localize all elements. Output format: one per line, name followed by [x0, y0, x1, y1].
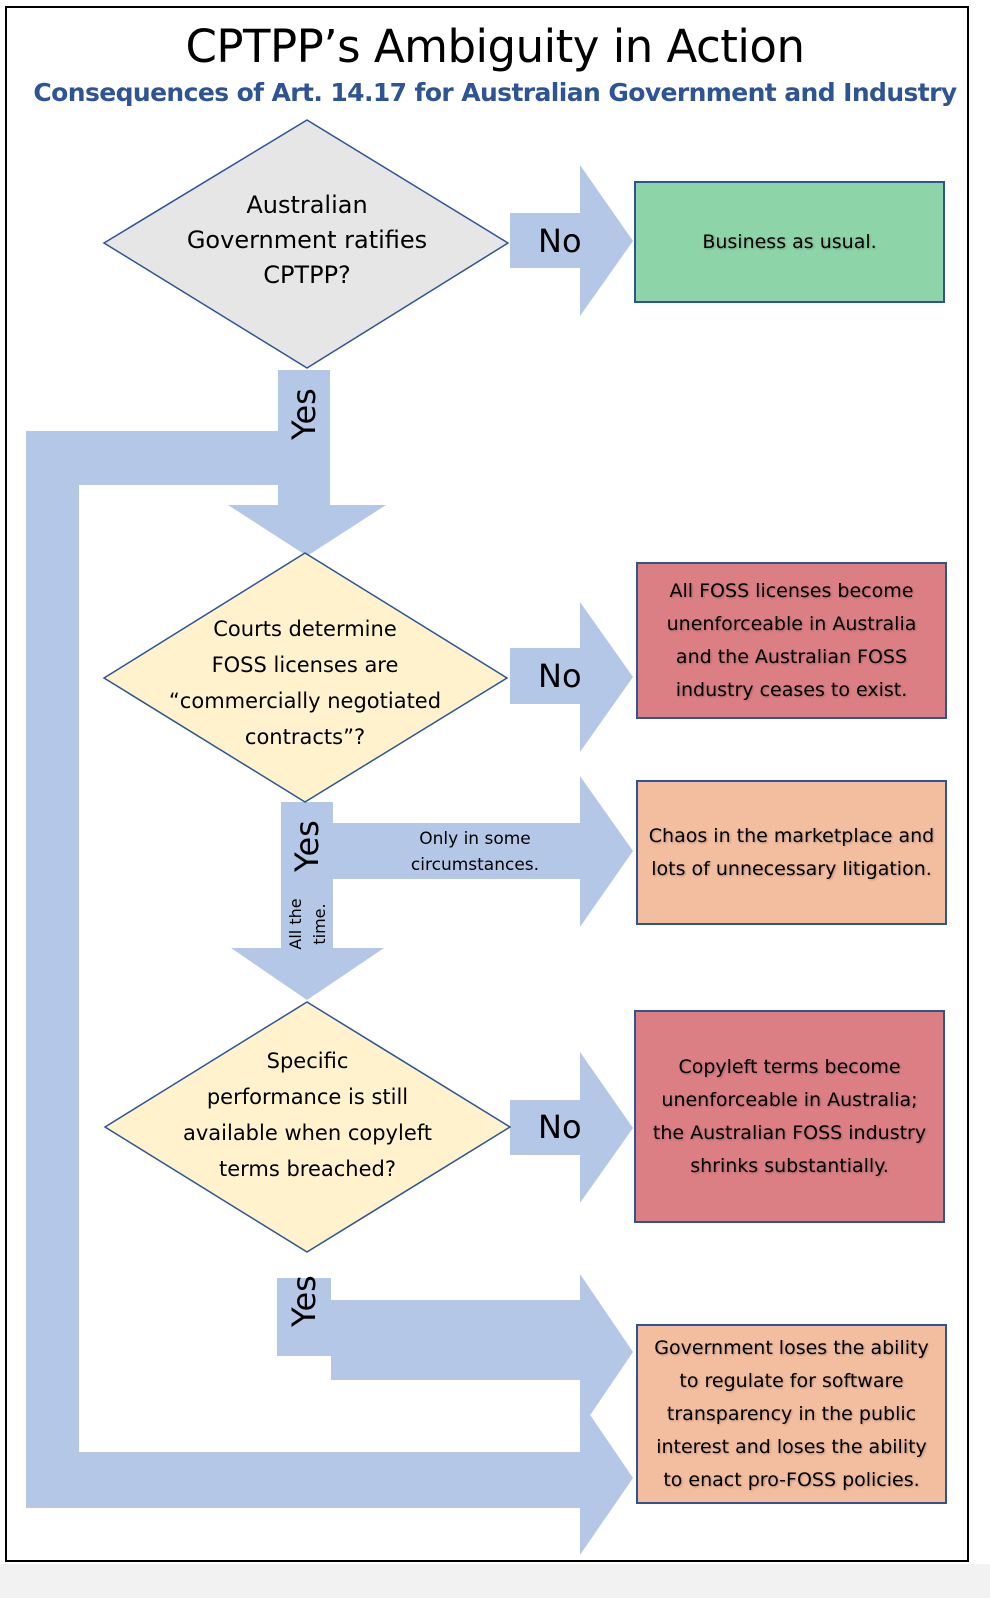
outcome-line: Business as usual. — [702, 230, 877, 253]
outcome-line: to regulate for software — [679, 1369, 904, 1392]
no-arrow-3 — [510, 1052, 633, 1203]
outcome-line: Chaos in the marketplace and — [648, 824, 935, 847]
outcome-line: unenforceable in Australia — [666, 612, 917, 635]
decision-line: performance is still — [206, 1085, 409, 1109]
some-circumstances-arrow — [333, 776, 633, 927]
yes-arrow-1 — [228, 370, 386, 556]
outcome-business-as-usual: Business as usual. — [634, 181, 945, 303]
decision-line: contracts”? — [244, 725, 366, 749]
yes-label-1: Yes — [285, 388, 323, 440]
diagram-subtitle: Consequences of Art. 14.17 for Australia… — [33, 78, 957, 107]
outcome-line: and the Australian FOSS — [675, 645, 908, 668]
decision-line: terms breached? — [218, 1157, 397, 1181]
outcome-line: interest and loses the ability — [656, 1435, 927, 1458]
decision-line: FOSS licenses are — [211, 653, 399, 677]
only-some-circumstances-label: Only in some circumstances. — [400, 826, 550, 878]
outcome-all-foss-unenforceable: All FOSS licenses become unenforceable i… — [636, 562, 947, 719]
outcome-line: Copyleft terms become — [678, 1055, 901, 1078]
diagram-title: CPTPP’s Ambiguity in Action — [185, 20, 805, 73]
decision-line: Specific — [266, 1049, 349, 1073]
decision-specific-shape — [103, 1001, 512, 1253]
outcome-line: to enact pro-FOSS policies. — [663, 1468, 920, 1491]
yes-arrow-3 — [277, 1274, 633, 1430]
decision-line: “commercially negotiated — [168, 689, 442, 713]
yes-label-3: Yes — [285, 1275, 323, 1327]
decision-line: Government ratifies — [186, 225, 428, 254]
no-label-3: No — [538, 1108, 582, 1146]
outcome-line: All FOSS licenses become — [669, 579, 914, 602]
decision-courts-shape — [102, 552, 509, 803]
outcome-line: unenforceable in Australia; — [661, 1088, 918, 1111]
yes-arrow-2 — [231, 802, 384, 1000]
outcome-line: the Australian FOSS industry — [652, 1121, 927, 1144]
no-arrow-1 — [510, 165, 633, 316]
outcome-line: lots of unnecessary litigation. — [651, 857, 932, 880]
decision-line: Courts determine — [213, 617, 397, 641]
outcome-line: Government loses the ability — [654, 1336, 929, 1359]
decision-specific-text: Specific performance is still available … — [150, 1040, 465, 1190]
outcome-chaos: Chaos in the marketplace and lots of unn… — [636, 780, 947, 925]
decision-line: CPTPP? — [263, 260, 351, 289]
all-the-time-label: All the time. — [284, 878, 332, 970]
yes-label-2: Yes — [288, 820, 326, 872]
no-label-1: No — [538, 222, 582, 260]
outcome-line: industry ceases to exist. — [675, 678, 908, 701]
label-line: circumstances. — [410, 855, 540, 875]
no-label-2: No — [538, 657, 582, 695]
decision-ratify-text: Australian Government ratifies CPTPP? — [157, 180, 457, 300]
no-arrow-2 — [510, 602, 633, 752]
outcome-line: shrinks substantially. — [690, 1154, 889, 1177]
page-margin — [0, 1564, 990, 1598]
outcome-government-loses: Government loses the ability to regulate… — [636, 1324, 947, 1504]
outcome-copyleft-unenforceable: Copyleft terms become unenforceable in A… — [634, 1010, 945, 1223]
decision-line: Australian — [246, 190, 368, 219]
label-line: Only in some — [419, 829, 531, 849]
decision-line: available when copyleft — [182, 1121, 433, 1145]
decision-courts-text: Courts determine FOSS licenses are “comm… — [150, 608, 460, 758]
label-line: time. — [310, 903, 329, 945]
decision-ratify-shape — [102, 119, 510, 369]
outcome-line: transparency in the public — [666, 1402, 917, 1425]
label-line: All the — [286, 898, 305, 950]
